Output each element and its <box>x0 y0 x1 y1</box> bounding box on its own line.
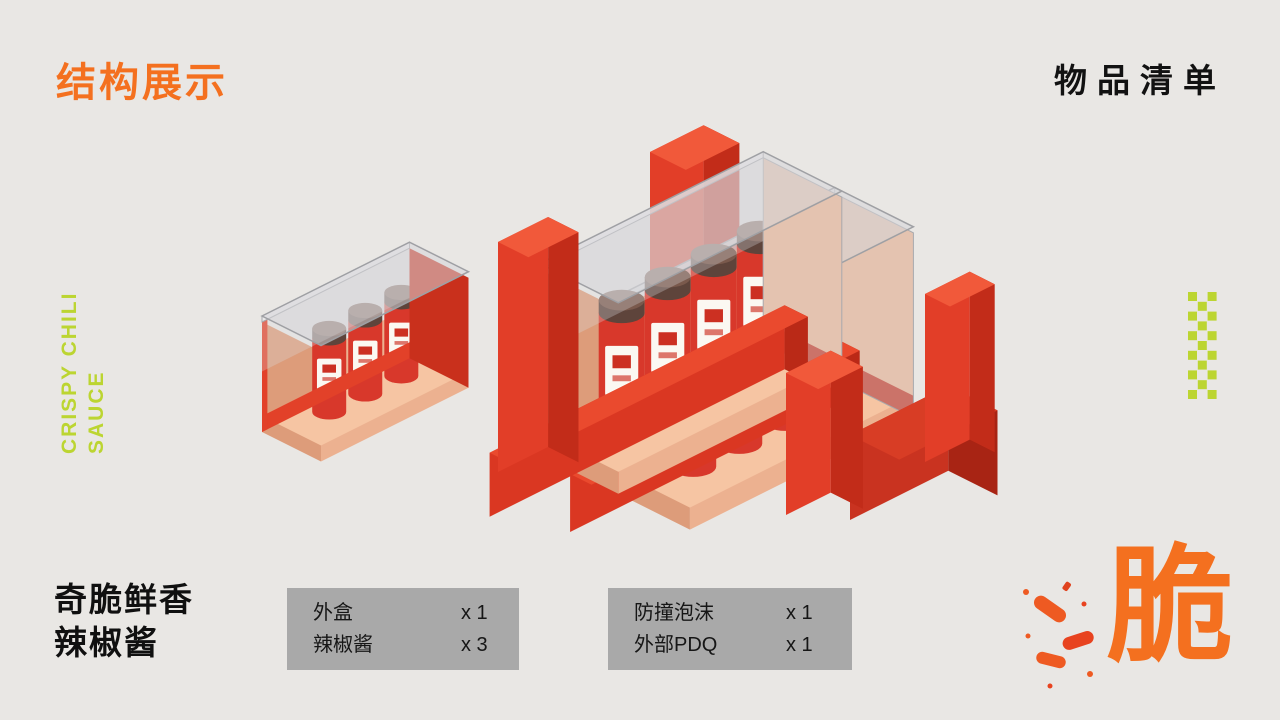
crispy-logo: 脆 <box>1020 540 1235 705</box>
checker-pattern-decoration <box>1188 292 1217 399</box>
logo-glyph: 脆 <box>1107 536 1233 677</box>
list-row-label: 外盒 <box>313 602 353 624</box>
list-row: 外部PDQ x 1 <box>608 629 852 661</box>
product-name-line1: 奇脆鲜香 <box>54 581 194 618</box>
pdq-display-illustration <box>489 125 998 532</box>
list-row-label: 防撞泡沫 <box>634 602 714 624</box>
list-row-label: 辣椒酱 <box>313 634 373 656</box>
item-list-box-1: 外盒 x 1 辣椒酱 x 3 <box>287 588 519 670</box>
list-row: 外盒 x 1 <box>287 597 519 629</box>
item-list-box-2: 防撞泡沫 x 1 外部PDQ x 1 <box>608 588 852 670</box>
list-row-qty: x 3 <box>461 634 488 656</box>
page-title: 结构展示 <box>56 61 228 105</box>
single-outer-box-illustration <box>260 241 471 462</box>
list-row-qty: x 1 <box>461 602 488 624</box>
list-row: 辣椒酱 x 3 <box>287 629 519 661</box>
product-name: 奇脆鲜香 辣椒酱 <box>54 578 194 664</box>
product-name-line2: 辣椒酱 <box>54 624 159 661</box>
chili-icon <box>1023 581 1094 689</box>
item-list-title: 物品清单 <box>1054 62 1226 99</box>
list-row-qty: x 1 <box>786 602 813 624</box>
list-row-label: 外部PDQ <box>634 634 718 656</box>
list-row-qty: x 1 <box>786 634 813 656</box>
list-row: 防撞泡沫 x 1 <box>608 597 852 629</box>
